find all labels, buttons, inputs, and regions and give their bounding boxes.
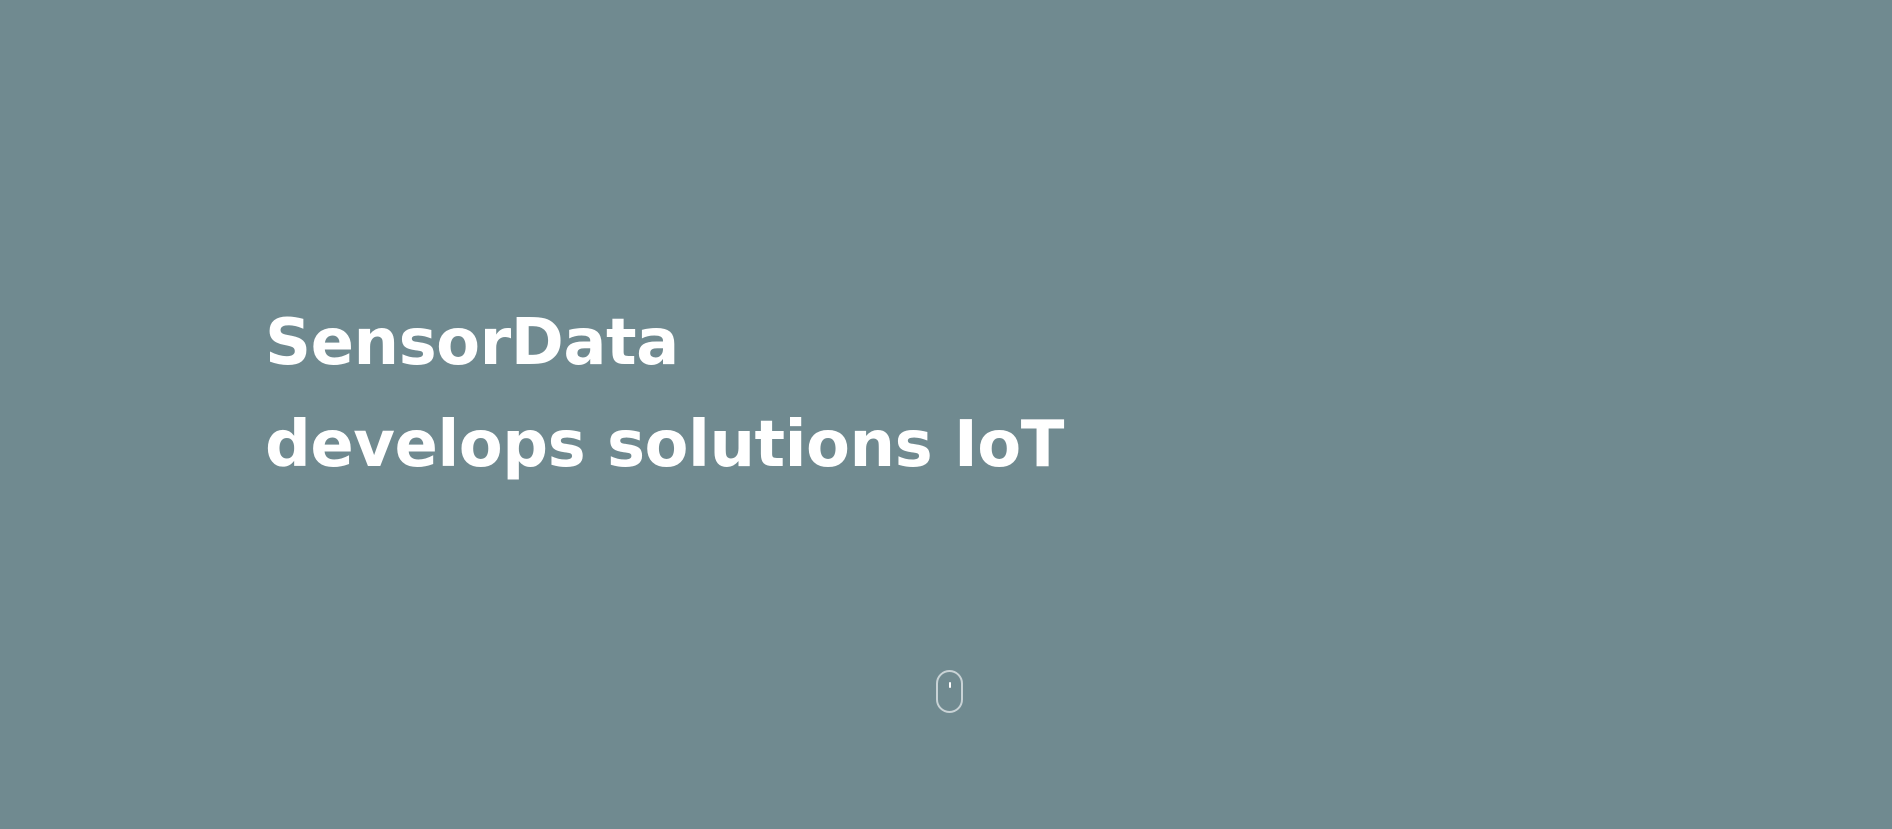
hero-headline-line-1: SensorData — [265, 306, 679, 380]
scroll-wheel-dot — [949, 682, 951, 688]
hero-headline: SensorData develops solutions IoT — [265, 292, 1064, 496]
hero-headline-line-2: develops solutions IoT — [265, 408, 1064, 482]
mouse-scroll-icon[interactable] — [936, 670, 963, 713]
